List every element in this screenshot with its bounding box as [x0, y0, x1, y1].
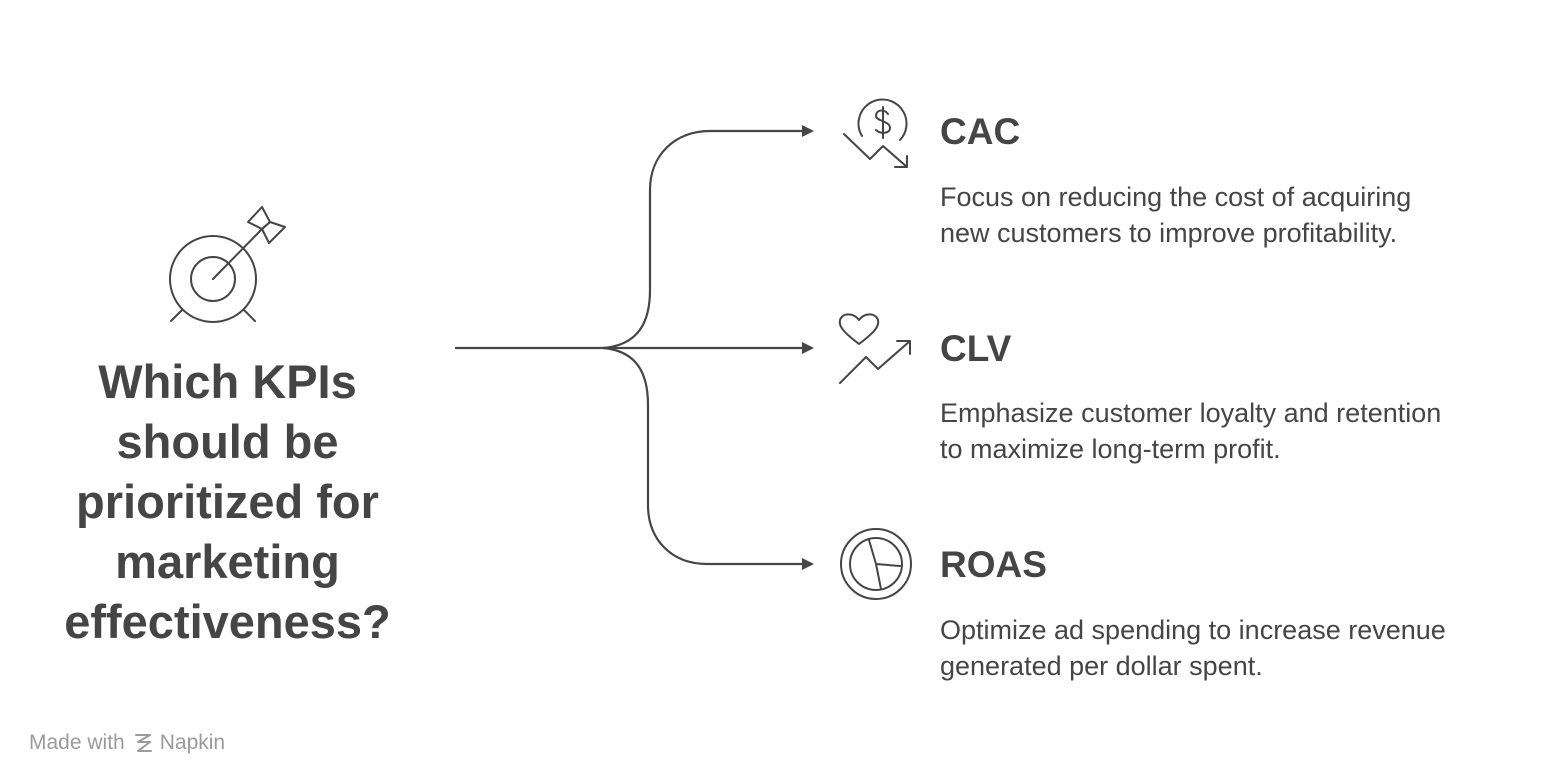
- made-with-label: Made with: [29, 731, 125, 754]
- made-with-napkin-badge[interactable]: Made with Napkin: [29, 731, 225, 755]
- option-description-line: Focus on reducing the cost of acquiring: [940, 182, 1412, 212]
- question-line: effectiveness?: [64, 595, 391, 648]
- napkin-logo-icon: [134, 734, 152, 752]
- question-title: Which KPIs should be prioritized for mar…: [30, 352, 425, 652]
- question-line: should be: [116, 415, 339, 468]
- napkin-brand-label: Napkin: [159, 731, 226, 754]
- question-line: Which KPIs: [98, 355, 357, 408]
- connector-branch-roas: [602, 346, 814, 570]
- option-title-clv: CLV: [940, 328, 1012, 369]
- connector-branch-cac: [602, 125, 814, 350]
- option-description-cac: Focus on reducing the cost of acquiring …: [940, 179, 1540, 251]
- question-line: marketing: [115, 535, 340, 588]
- question-line: prioritized for: [76, 475, 379, 528]
- option-description-line: generated per dollar spent.: [940, 651, 1263, 681]
- option-description-roas: Optimize ad spending to increase revenue…: [940, 612, 1540, 684]
- option-description-clv: Emphasize customer loyalty and retention…: [940, 395, 1540, 467]
- option-description-line: new customers to improve profitability.: [940, 218, 1398, 248]
- option-title-roas: ROAS: [940, 544, 1047, 585]
- option-description-line: Optimize ad spending to increase revenue: [940, 615, 1446, 645]
- option-title-cac: CAC: [940, 111, 1021, 152]
- option-description-line: to maximize long-term profit.: [940, 434, 1281, 464]
- option-description-line: Emphasize customer loyalty and retention: [940, 398, 1442, 428]
